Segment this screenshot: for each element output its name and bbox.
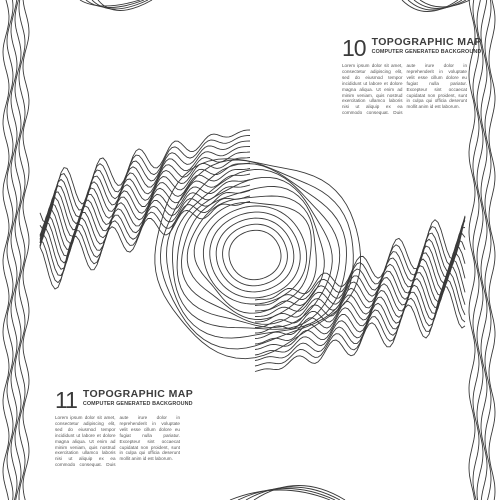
caption-subtitle: COMPUTER GENERATED BACKGROUND [82,401,193,407]
wavy-contour-line [39,140,251,236]
corner-contour-line [79,0,141,7]
wavy-contour-line [39,129,251,224]
contour-ring [176,176,333,328]
wavy-contour-line [39,190,251,276]
wavy-contour-line [254,246,466,339]
border-contour-line [488,0,496,500]
wavy-contour-line [254,217,466,301]
corner-contour-line [229,489,331,500]
wavy-contour-line [254,215,466,306]
border-contour-line [10,0,18,500]
caption-body-text: Lorem ipsum dolor sit amet, consectetur … [55,415,180,468]
wavy-contour-line [39,201,251,290]
border-contour-line [480,0,488,500]
contour-ring [181,186,325,325]
contour-ring [215,217,295,293]
caption-heading: 10 TOPOGRAPHIC MAP COMPUTER GENERATED BA… [342,35,481,62]
corner-contour-line [419,0,471,8]
border-contour-line [6,0,14,500]
corner-contour-line [407,0,463,11]
corner-contour-line [413,0,467,9]
contour-ring [228,229,282,281]
wavy-contour-line [254,272,466,361]
wavy-contour-line [39,157,251,248]
heading-titles: TOPOGRAPHIC MAP COMPUTER GENERATED BACKG… [83,388,193,408]
wavy-contour-line [39,146,251,243]
wavy-contour-line [39,151,251,247]
caption-block-10: 10 TOPOGRAPHIC MAP COMPUTER GENERATED BA… [342,35,481,116]
contour-ring [209,211,301,299]
contour-ring [193,202,312,314]
corner-contour-line [97,0,153,11]
border-contour-line [472,0,480,500]
contour-ring [154,158,361,360]
corner-contour-line [85,0,145,8]
border-contour-line [22,0,30,500]
caption-subtitle: COMPUTER GENERATED BACKGROUND [371,49,482,55]
wavy-contour-line [254,216,466,312]
corner-contour-fragments [79,0,471,500]
caption-block-11: 11 TOPOGRAPHIC MAP COMPUTER GENERATED BA… [55,387,193,468]
wavy-contour-line [254,227,466,323]
section-number: 10 [342,35,367,61]
caption-title: TOPOGRAPHIC MAP [371,36,482,48]
corner-contour-line [245,486,341,500]
corner-contour-line [237,488,336,500]
contour-ring [186,195,317,320]
contour-ring [160,159,354,350]
wavy-contour-line [254,239,466,334]
caption-heading: 11 TOPOGRAPHIC MAP COMPUTER GENERATED BA… [55,387,193,414]
caption-title: TOPOGRAPHIC MAP [82,388,194,400]
wavy-contour-line [39,195,251,284]
wavy-contour-lines [39,129,466,372]
border-contour-line [484,0,492,500]
wavy-contour-line [254,278,466,367]
heading-titles: TOPOGRAPHIC MAP COMPUTER GENERATED BACKG… [372,36,482,56]
wavy-contour-line [39,168,251,251]
border-contour-line [468,0,476,500]
contour-ring [202,205,308,305]
corner-contour-line [91,0,149,10]
border-contour-line [476,0,484,500]
wavy-contour-line [254,286,466,372]
section-number: 11 [55,387,78,413]
wavy-contour-line [254,220,466,317]
caption-body-text: Lorem ipsum dolor sit amet, consectetur … [342,63,467,116]
wavy-contour-line [254,266,466,356]
border-contour-line [18,0,26,500]
wavy-contour-line [254,232,466,328]
corner-contour-line [253,485,346,500]
border-contour-line [14,0,22,500]
wavy-contour-line [39,135,251,231]
contour-ring [222,223,288,287]
border-contour-line [2,0,10,500]
wavy-contour-line [39,173,251,257]
wavy-contour-line [254,252,466,345]
corner-contour-line [401,0,459,12]
wavy-contour-line [254,259,466,350]
